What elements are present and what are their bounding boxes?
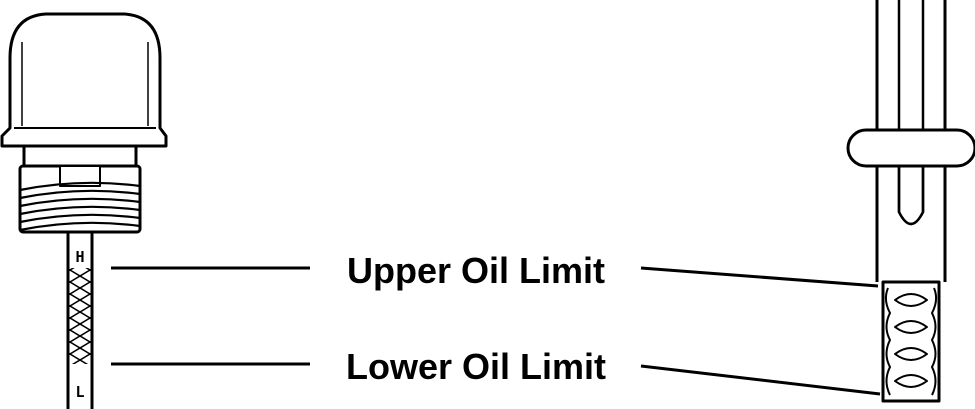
lower-right-leader — [641, 366, 880, 394]
dipstick-collar — [24, 146, 136, 166]
right-dipstick — [848, 0, 975, 401]
low-mark: L — [75, 383, 84, 401]
left-dipstick — [2, 14, 166, 409]
level-window — [883, 282, 939, 401]
upper-oil-limit-label: Upper Oil Limit — [347, 250, 605, 291]
upper-right-leader — [641, 268, 878, 286]
dipstick-hatched-zone — [68, 268, 92, 364]
high-mark: H — [75, 248, 84, 266]
lower-oil-limit-label: Lower Oil Limit — [346, 346, 606, 387]
dipstick-cap — [2, 14, 166, 146]
grip-ring — [848, 130, 975, 166]
